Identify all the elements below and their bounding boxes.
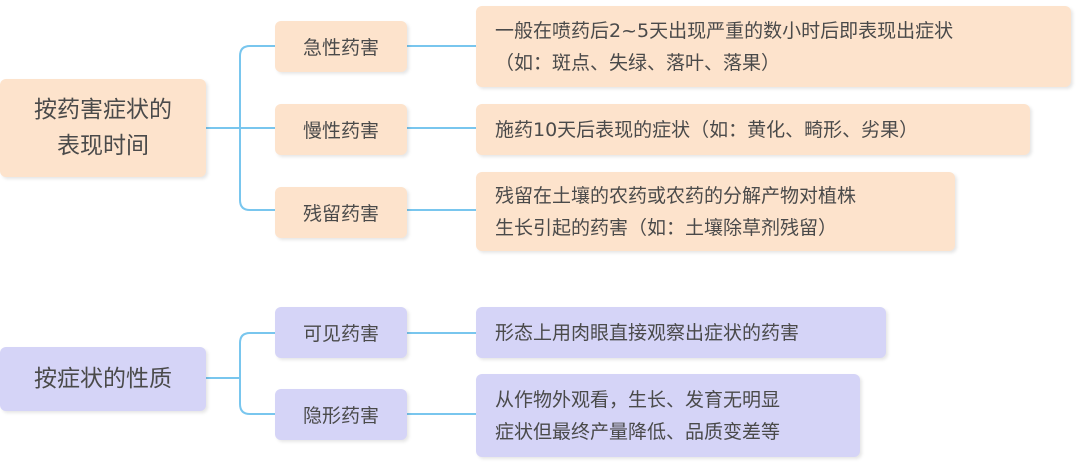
description-node-hidden: 从作物外观看，生长、发育无明显 症状但最终产量降低、品质变差等 bbox=[476, 374, 860, 457]
category-label: 慢性药害 bbox=[302, 120, 379, 142]
connector-line bbox=[239, 45, 275, 128]
description-line: 残留在土壤的农药或农药的分解产物对植株 bbox=[495, 184, 857, 207]
category-node-residual: 残留药害 bbox=[275, 187, 407, 238]
category-label: 隐形药害 bbox=[302, 405, 379, 427]
description-node-residual: 残留在土壤的农药或农药的分解产物对植株 生长引起的药害（如：土壤除草剂残留） bbox=[476, 172, 955, 251]
category-node-visible: 可见药害 bbox=[275, 307, 407, 358]
description-node-chronic: 施药10天后表现的症状（如：黄化、畸形、劣果） bbox=[476, 104, 1030, 155]
description-node-acute: 一般在喷药后2~5天出现严重的数小时后即表现出症状 （如：斑点、失绿、落叶、落果… bbox=[476, 6, 1071, 87]
connector-line bbox=[239, 378, 275, 415]
description-line: 症状但最终产量降低、品质变差等 bbox=[495, 420, 781, 443]
connector-line bbox=[239, 332, 275, 378]
category-label: 残留药害 bbox=[302, 203, 379, 225]
category-node-hidden: 隐形药害 bbox=[275, 389, 407, 440]
root-node-by-timing: 按药害症状的 表现时间 bbox=[0, 79, 206, 177]
description-line: 生长引起的药害（如：土壤除草剂残留） bbox=[495, 216, 838, 239]
category-node-chronic: 慢性药害 bbox=[275, 104, 407, 155]
description-line: （如：斑点、失绿、落叶、落果） bbox=[495, 51, 781, 74]
category-node-acute: 急性药害 bbox=[275, 21, 407, 72]
category-label: 急性药害 bbox=[302, 37, 379, 59]
description-line: 一般在喷药后2~5天出现严重的数小时后即表现出症状 bbox=[495, 19, 954, 42]
description-node-visible: 形态上用肉眼直接观察出症状的药害 bbox=[476, 307, 886, 358]
description-line: 形态上用肉眼直接观察出症状的药害 bbox=[495, 321, 800, 344]
root-label-line: 表现时间 bbox=[57, 133, 149, 159]
connector-line bbox=[239, 128, 275, 211]
description-line: 施药10天后表现的症状（如：黄化、畸形、劣果） bbox=[495, 118, 919, 141]
description-line: 从作物外观看，生长、发育无明显 bbox=[495, 388, 781, 411]
root-label-line: 按症状的性质 bbox=[34, 366, 172, 392]
category-label: 可见药害 bbox=[302, 323, 379, 345]
root-node-by-nature: 按症状的性质 bbox=[0, 347, 206, 411]
root-label-line: 按药害症状的 bbox=[34, 97, 172, 123]
